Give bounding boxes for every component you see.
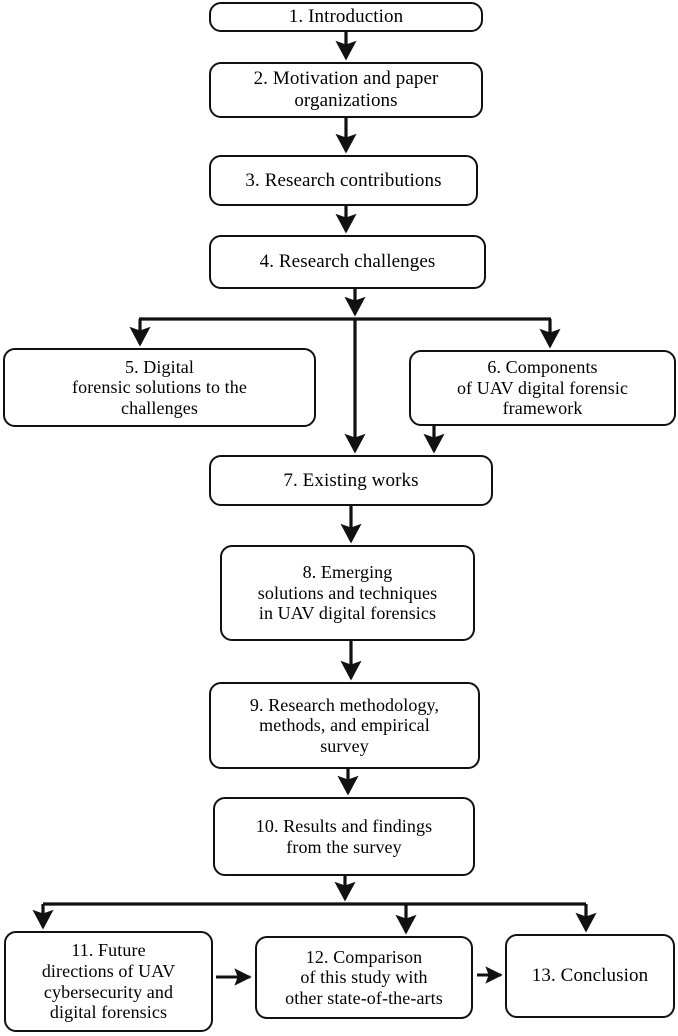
flow-node-3-label: 3. Research contributions bbox=[245, 169, 442, 191]
flow-node-4-label: 4. Research challenges bbox=[259, 251, 436, 273]
flow-node-7-existing-works[interactable]: 7. Existing works bbox=[209, 455, 493, 506]
flow-node-10-label: 10. Results and findings from the survey bbox=[255, 815, 433, 857]
flow-node-7-label: 7. Existing works bbox=[283, 469, 419, 491]
flow-node-13-conclusion[interactable]: 13. Conclusion bbox=[505, 934, 675, 1018]
flow-node-5-digital-forensic-solutions[interactable]: 5. Digital forensic solutions to the cha… bbox=[3, 348, 316, 427]
flow-node-9-label: 9. Research methodology, methods, and em… bbox=[249, 694, 440, 756]
flow-node-6-label: 6. Components of UAV digital forensic fr… bbox=[456, 357, 629, 419]
flow-node-11-future-directions[interactable]: 11. Future directions of UAV cybersecuri… bbox=[4, 931, 213, 1032]
flow-node-8-emerging-solutions-and-techniques[interactable]: 8. Emerging solutions and techniques in … bbox=[220, 545, 475, 641]
flow-node-9-research-methodology[interactable]: 9. Research methodology, methods, and em… bbox=[209, 682, 480, 769]
flow-node-12-label: 12. Comparison of this study with other … bbox=[285, 946, 443, 1008]
flow-node-8-label: 8. Emerging solutions and techniques in … bbox=[257, 562, 438, 624]
flow-node-10-results-and-findings[interactable]: 10. Results and findings from the survey bbox=[213, 797, 475, 876]
flow-node-11-label: 11. Future directions of UAV cybersecuri… bbox=[41, 940, 176, 1023]
flow-node-5-label: 5. Digital forensic solutions to the cha… bbox=[72, 356, 247, 418]
flow-node-4-research-challenges[interactable]: 4. Research challenges bbox=[209, 235, 486, 289]
flow-node-6-components-of-uav-digital-forensic-framework[interactable]: 6. Components of UAV digital forensic fr… bbox=[409, 350, 676, 426]
flow-node-2-label: 2. Motivation and paper organizations bbox=[253, 68, 439, 111]
flow-node-12-comparison-with-state-of-the-arts[interactable]: 12. Comparison of this study with other … bbox=[255, 936, 473, 1019]
flow-node-1-label: 1. Introduction bbox=[288, 6, 404, 28]
flow-node-13-label: 13. Conclusion bbox=[531, 965, 649, 987]
flow-node-2-motivation-and-paper-organizations[interactable]: 2. Motivation and paper organizations bbox=[209, 62, 483, 118]
flow-node-1-introduction[interactable]: 1. Introduction bbox=[209, 2, 483, 32]
flow-node-3-research-contributions[interactable]: 3. Research contributions bbox=[209, 155, 478, 206]
